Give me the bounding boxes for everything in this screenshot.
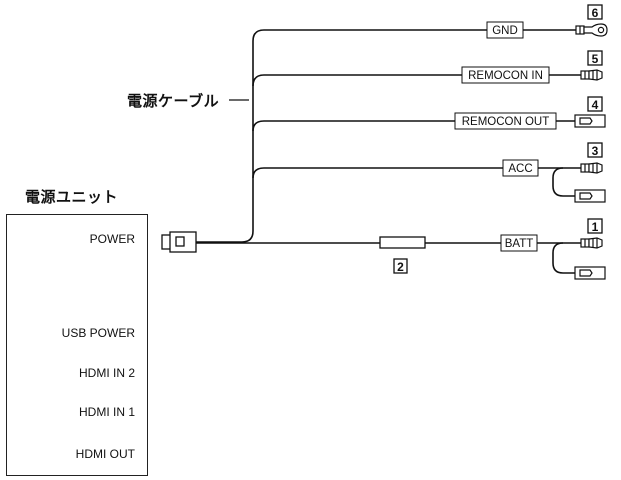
branch-wire-remocon-out (252, 120, 455, 132)
wire-label-gnd-text: GND (492, 25, 518, 37)
wire-label-remocon-in-text: REMOCON IN (468, 70, 543, 82)
number-badge-4: 4 (587, 96, 603, 112)
wire-label-acc-text: ACC (508, 163, 532, 175)
wire-label-batt-text: BATT (505, 238, 534, 250)
svg-text:1: 1 (592, 220, 599, 234)
fuse-number: 2 (397, 260, 404, 274)
svg-text:4: 4 (592, 98, 599, 112)
trunk-wire (196, 29, 487, 243)
male-connector-icon (580, 237, 603, 249)
fuse-number-badge: 2 (393, 258, 408, 274)
port-hdmi-in-2: HDMI IN 2 (78, 366, 135, 380)
female-connector-icon (574, 266, 606, 280)
fuse-holder (379, 236, 426, 249)
branch-wire-remocon-in (252, 74, 462, 87)
port-usb-power: USB POWER (61, 326, 135, 340)
female-connector-icon (574, 189, 606, 203)
harness-wires (196, 29, 581, 274)
male-connector-icon (580, 162, 603, 174)
svg-text:6: 6 (592, 6, 599, 20)
ring-terminal-icon (575, 23, 608, 37)
port-hdmi-in-1: HDMI IN 1 (78, 405, 135, 419)
number-badge-1: 1 (587, 218, 603, 234)
port-power: POWER (89, 232, 135, 246)
female-connector-icon (574, 114, 606, 128)
wire-label-remocon-in: REMOCON IN (461, 66, 550, 84)
number-badge-6: 6 (587, 4, 603, 20)
wire-label-remocon-out-text: REMOCON OUT (462, 116, 550, 128)
wire-label-batt: BATT (500, 234, 538, 252)
port-hdmi-out: HDMI OUT (75, 447, 135, 461)
wire-label-gnd: GND (486, 21, 524, 39)
batt-split-wire (552, 242, 575, 274)
number-badge-3: 3 (587, 142, 603, 158)
wire-label-acc: ACC (502, 159, 539, 177)
acc-split-wire (552, 167, 575, 197)
svg-text:5: 5 (592, 52, 599, 66)
male-connector-icon (580, 69, 603, 81)
branch-wire-acc (252, 167, 503, 179)
cable-label: 電源ケーブル (127, 92, 220, 110)
number-badge-5: 5 (587, 50, 603, 66)
unit-title: 電源ユニット (25, 188, 119, 206)
wire-label-remocon-out: REMOCON OUT (454, 112, 557, 130)
main-plug-connector (161, 231, 197, 253)
svg-text:3: 3 (592, 144, 599, 158)
power-unit-box: POWER USB POWER HDMI IN 2 HDMI IN 1 HDMI… (6, 214, 148, 476)
